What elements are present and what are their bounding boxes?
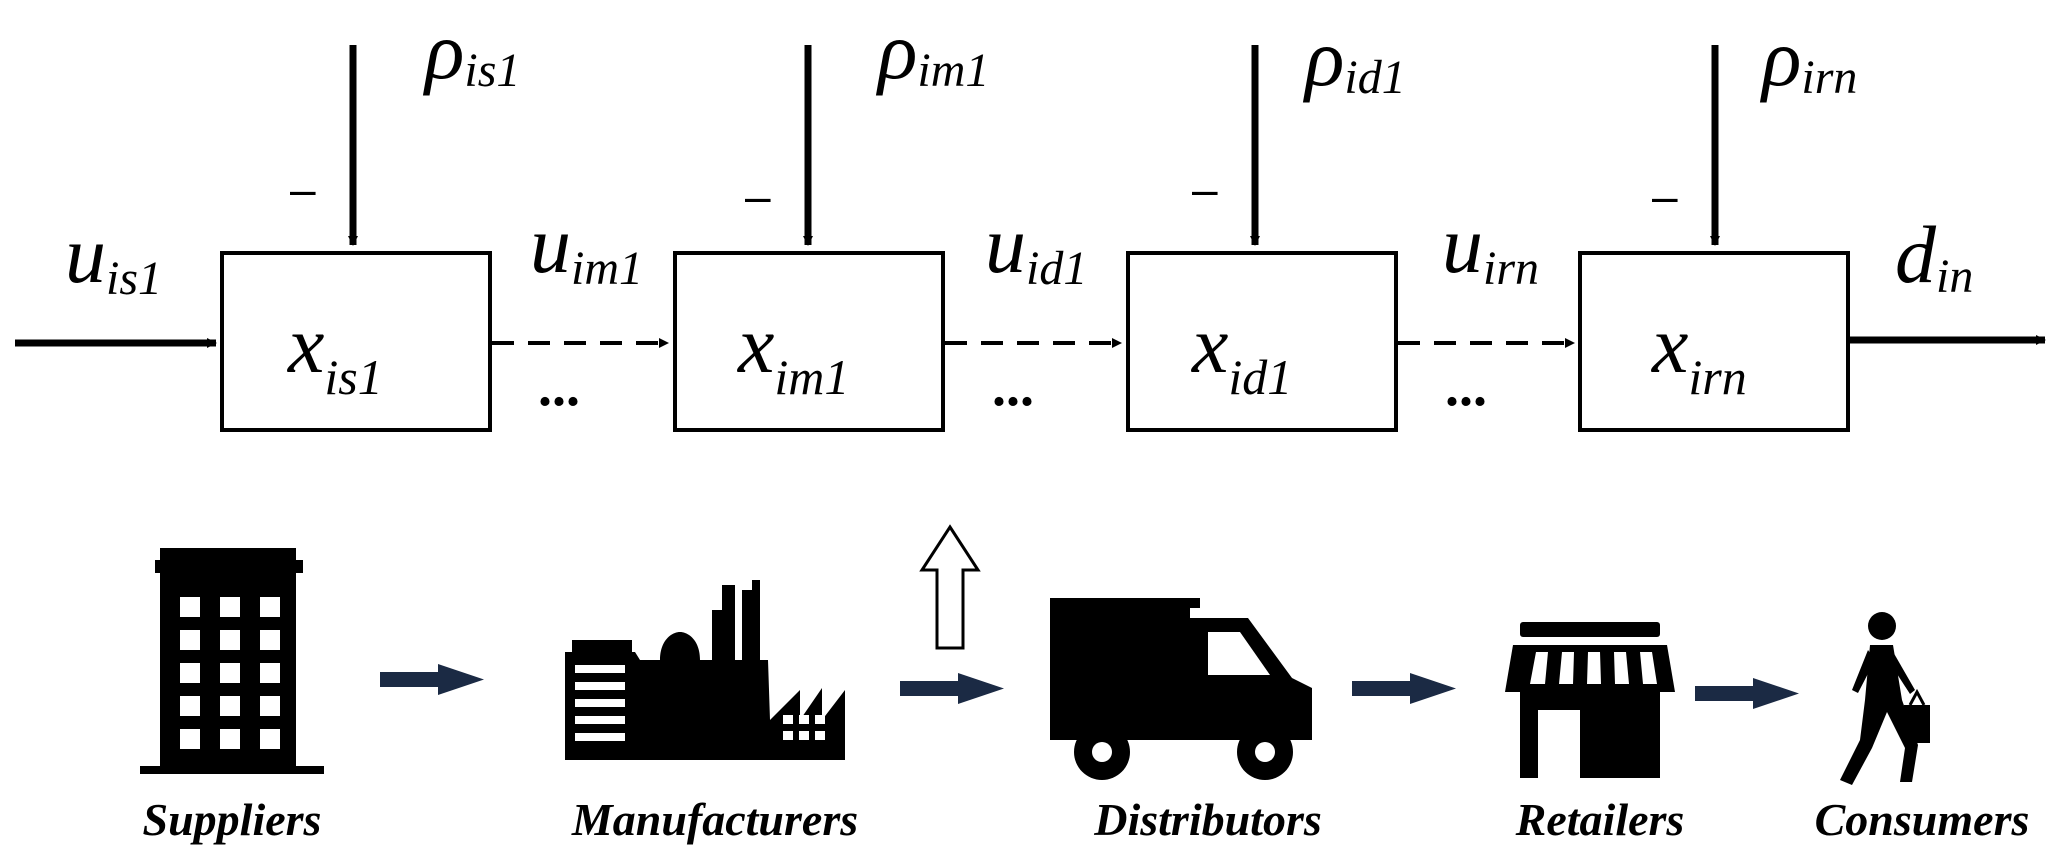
state-label-manufacturer: xim1: [737, 299, 849, 405]
label-consumers: Consumers: [1815, 794, 2030, 845]
flow-label-retailer: uirn: [1442, 199, 1539, 295]
ellipsis-1: ...: [538, 356, 580, 418]
stage-box-distributor: [1126, 251, 1398, 432]
disturbance-label-distributor: ρid1: [1302, 12, 1406, 104]
chain-arrow-2: [900, 673, 1004, 704]
label-distributors: Distributors: [1093, 794, 1322, 845]
state-label-retailer: xirn: [1651, 299, 1747, 405]
chain-arrow-3: [1352, 673, 1456, 704]
output-flow-label: din: [1895, 209, 1973, 303]
label-suppliers: Suppliers: [143, 794, 322, 845]
ellipsis-3: ...: [1445, 356, 1487, 418]
label-manufacturers: Manufacturers: [571, 794, 858, 845]
disturbance-label-supplier: ρis1: [422, 5, 520, 97]
stage-box-retailer: [1578, 251, 1850, 432]
minus-sign-manufacturer: –: [745, 170, 771, 222]
block-diagram: xis1 xim1 xid1 xirn – – – – ρis1 ρim1 ρi…: [15, 5, 2046, 432]
input-flow-label: uis1: [65, 209, 162, 305]
walking-person-icon: [1840, 612, 1930, 785]
state-label-distributor: xid1: [1191, 299, 1292, 405]
chain-arrow-1: [380, 664, 484, 695]
chain-arrow-4: [1695, 678, 1799, 709]
state-label-supplier: xis1: [287, 299, 383, 405]
upward-hollow-arrow: [919, 524, 981, 650]
stage-box-supplier: [220, 251, 492, 432]
store-icon: [1505, 622, 1675, 778]
ellipsis-2: ...: [992, 356, 1034, 418]
disturbance-label-manufacturer: ρim1: [875, 5, 989, 97]
label-retailers: Retailers: [1515, 794, 1685, 845]
minus-sign-supplier: –: [290, 163, 316, 215]
truck-icon: [1050, 598, 1312, 780]
building-icon: [140, 548, 324, 774]
factory-icon: [565, 580, 845, 760]
stage-box-manufacturer: [673, 251, 945, 432]
flow-label-distributor: uid1: [985, 199, 1087, 295]
flow-label-manufacturer: uim1: [530, 199, 643, 295]
minus-sign-distributor: –: [1192, 163, 1218, 215]
disturbance-label-retailer: ρirn: [1759, 12, 1857, 104]
minus-sign-retailer: –: [1652, 170, 1678, 222]
supply-chain-illustration: Suppliers Manufacturers Distributors Ret…: [140, 524, 2030, 845]
